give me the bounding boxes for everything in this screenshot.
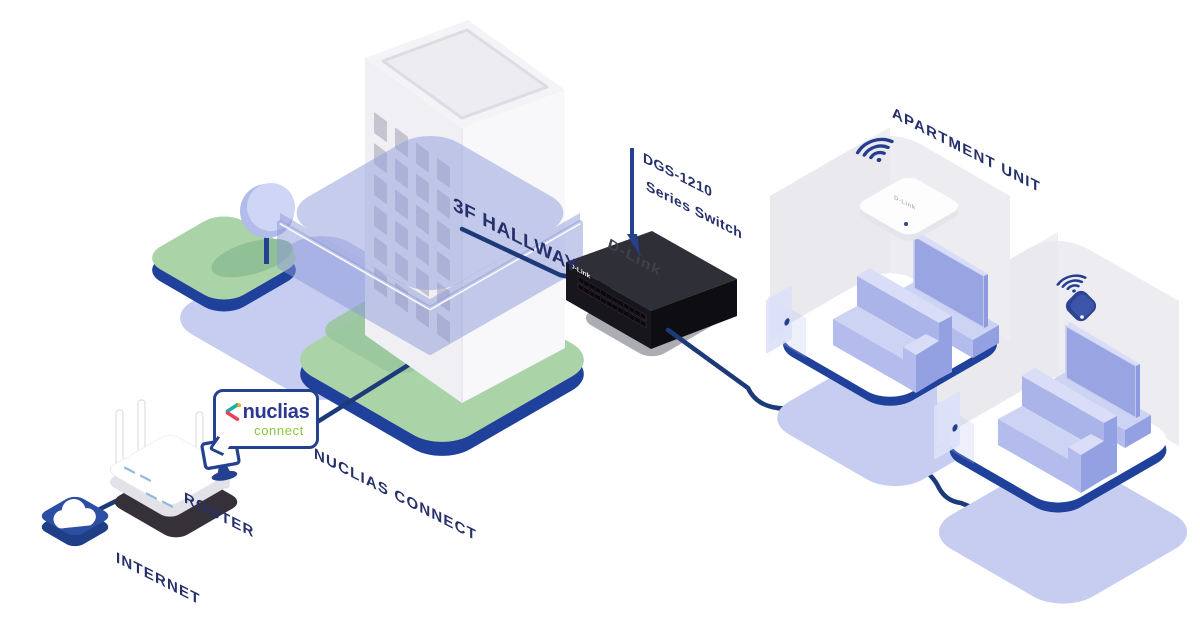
apartment1-room: D-Link xyxy=(766,127,1010,406)
switch-pointer-line xyxy=(627,148,640,256)
badge-brand-text: nuclias xyxy=(242,401,310,423)
apartment2-shadow xyxy=(938,460,1188,604)
hallway-slab xyxy=(277,136,583,355)
roof-rim xyxy=(381,28,549,120)
tree-patch xyxy=(152,183,296,312)
poe-switch-device: D-Link D-Link xyxy=(566,231,737,357)
cloud-icon xyxy=(41,496,109,547)
ceiling-access-point: D-Link xyxy=(859,177,959,241)
badge-brand-row: nuclias xyxy=(223,401,310,423)
nuclias-chevron-icon xyxy=(225,403,241,421)
tree-shadow xyxy=(211,238,293,278)
wall-access-point xyxy=(1065,290,1097,322)
switch-ports xyxy=(577,275,647,329)
nuclias-connect-badge: nuclias connect xyxy=(208,389,319,457)
badge-product-text: connect xyxy=(254,423,304,438)
